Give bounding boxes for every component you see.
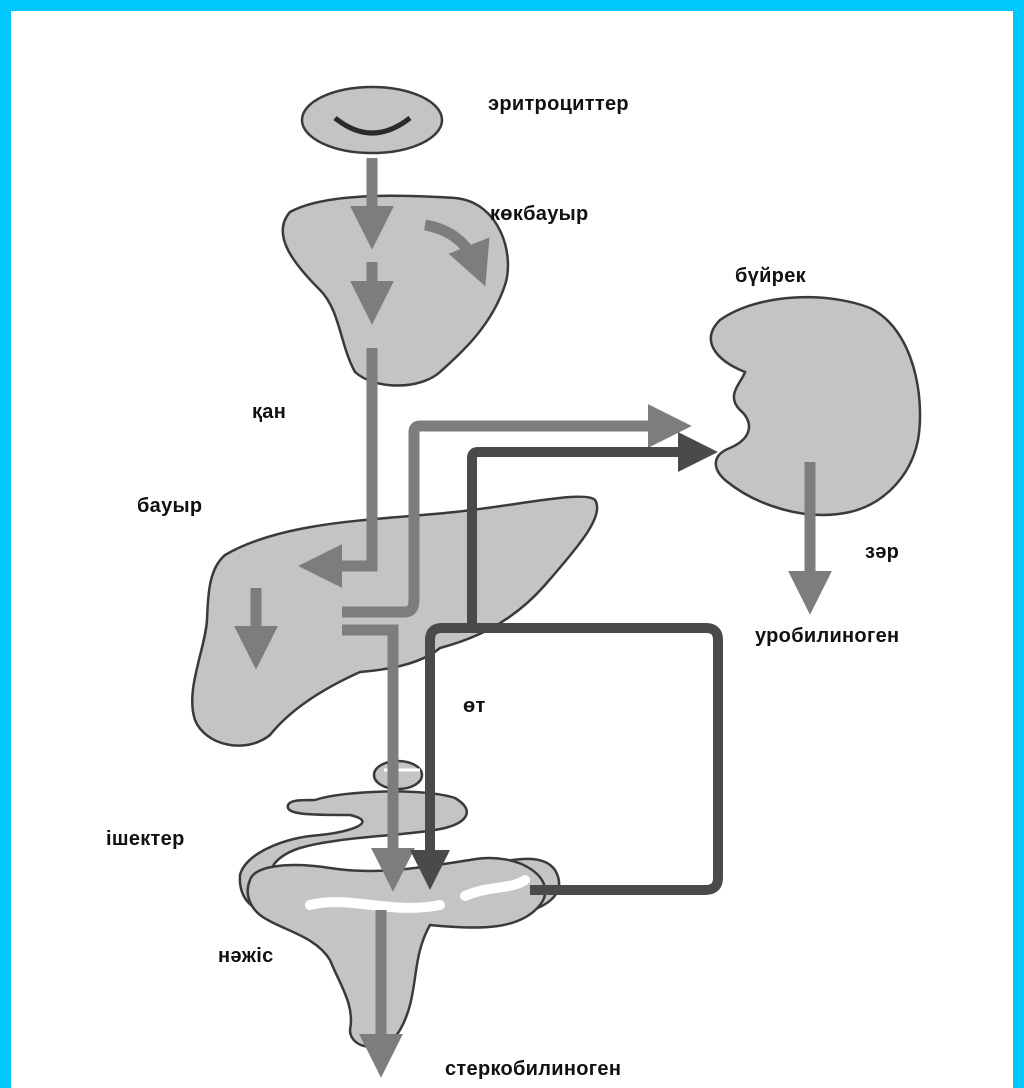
spleen-shape	[283, 196, 508, 386]
label-blood: қан	[252, 401, 286, 423]
label-stercobilinogen: стеркобилиноген	[445, 1058, 621, 1080]
arrow-loop-to-intestine-dark	[430, 628, 718, 890]
intestines-shape	[240, 791, 559, 1047]
label-kidney: бүйрек	[735, 265, 807, 287]
label-feces: нәжіс	[218, 945, 274, 967]
label-urine: зәр	[865, 541, 899, 563]
label-spleen: көкбауыр	[490, 203, 589, 225]
label-intestines: ішектер	[106, 828, 185, 850]
label-bile: өт	[463, 695, 486, 717]
label-urobilinogen: уробилиноген	[755, 625, 899, 647]
label-liver: бауыр	[137, 495, 202, 517]
label-erythrocytes: эритроциттер	[488, 93, 629, 115]
erythrocyte-shape	[302, 87, 442, 153]
